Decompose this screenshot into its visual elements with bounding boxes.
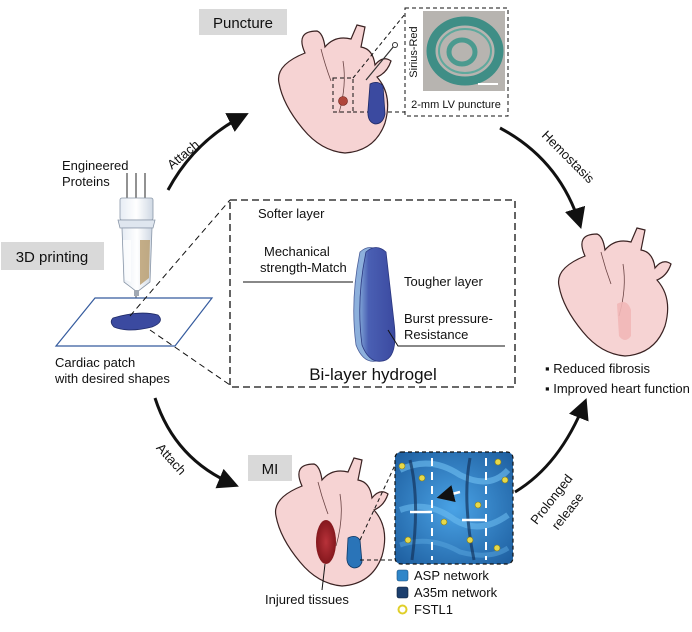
zoom-line-bottom <box>149 329 231 386</box>
injured-tissues-label: Injured tissues <box>265 592 349 607</box>
tag-mi-text: MI <box>262 461 279 478</box>
tag-puncture: Puncture <box>199 9 287 35</box>
legend-item: FSTL1 <box>397 602 453 617</box>
mechanical-label-1: Mechanical <box>264 244 330 259</box>
tag-3d-printing: 3D printing <box>1 242 104 270</box>
heart-healed-icon <box>557 227 672 357</box>
tag-mi: MI <box>248 455 292 481</box>
arrow-attach-top <box>166 113 249 191</box>
legend-label: A35m network <box>414 585 498 600</box>
legend-swatch-icon <box>396 569 409 582</box>
mi-patch <box>346 536 363 569</box>
outcome-item: ▪ Reduced fibrosis <box>545 361 651 376</box>
sirius-section-icon <box>426 16 504 86</box>
softer-layer-label: Softer layer <box>258 206 325 221</box>
arrow-attach-bottom <box>153 397 239 489</box>
burst-label-1: Burst pressure- <box>404 311 493 326</box>
outcome-item: ▪ Improved heart function <box>545 381 690 396</box>
zoom-line-top <box>129 199 231 317</box>
legend-label: ASP network <box>414 568 489 583</box>
legend-label: FSTL1 <box>414 602 453 617</box>
injured-leader <box>321 563 326 591</box>
arrow-hemostasis-label: Hemostasis <box>539 128 598 187</box>
tag-puncture-text: Puncture <box>213 15 273 32</box>
lv-puncture-label: 2-mm LV puncture <box>411 99 501 111</box>
bilayer-patch-icon <box>353 247 396 362</box>
needle-icon <box>365 45 395 81</box>
mechanical-label-2: strength-Match <box>260 260 347 275</box>
heart-mi-icon <box>274 457 389 587</box>
printed-patch <box>110 312 161 331</box>
puncture-zoom-box <box>332 77 354 113</box>
engineered-label-1: Engineered <box>62 158 129 173</box>
outcomes-list: ▪ Reduced fibrosis ▪ Improved heart func… <box>545 361 690 396</box>
arrow-prolonged <box>514 398 589 494</box>
legend-swatch-icon <box>396 586 409 599</box>
legend-swatch-icon <box>397 604 408 615</box>
tougher-layer-label: Tougher layer <box>404 274 483 289</box>
puncture-patch <box>367 82 386 125</box>
burst-label-2: Resistance <box>404 327 468 342</box>
tag-3d-printing-text: 3D printing <box>16 249 89 266</box>
hydrogel-title: Bi-layer hydrogel <box>309 365 437 384</box>
needle-tip-icon <box>392 42 398 48</box>
heart-puncture-icon <box>277 24 392 154</box>
hydrogel-box <box>229 199 516 388</box>
patch-label-2: with desired shapes <box>54 371 170 386</box>
legend: ASP network A35m network FSTL1 <box>396 568 498 617</box>
burst-leader <box>387 329 505 347</box>
arrow-attach-bottom-label: Attach <box>153 440 189 477</box>
syringe-icon <box>117 197 156 302</box>
network-inset <box>394 451 514 565</box>
legend-item: ASP network <box>396 568 489 583</box>
sirius-red-label: Sirius-Red <box>408 26 420 77</box>
arrow-hemostasis <box>499 126 586 230</box>
legend-item: A35m network <box>396 585 498 600</box>
engineered-label-2: Proteins <box>62 174 110 189</box>
patch-label-1: Cardiac patch <box>55 355 135 370</box>
